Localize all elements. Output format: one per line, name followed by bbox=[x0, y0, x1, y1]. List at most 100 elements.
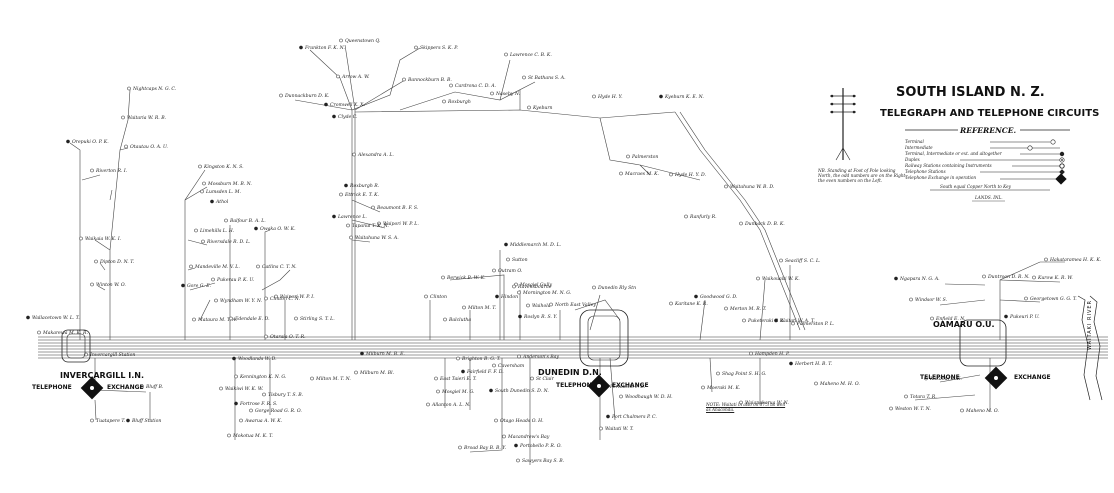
station-marker: Allanton A. L. N. bbox=[426, 402, 471, 408]
ref-railway: Railway Stations containing Instruments bbox=[904, 163, 992, 168]
station-label: Maheno M. H. O. bbox=[819, 381, 860, 387]
station-icon bbox=[684, 214, 688, 219]
station-icon bbox=[90, 418, 94, 423]
station-label: Clinton bbox=[430, 294, 447, 300]
station-marker: Orepuki O. P. K. bbox=[66, 139, 109, 145]
station-icon bbox=[262, 392, 266, 397]
station-label: Kingston K. N. S. bbox=[203, 164, 244, 170]
station-label: Otautau O. A. U. bbox=[130, 144, 168, 150]
map-title: SOUTH ISLAND N. Z. bbox=[896, 85, 1045, 100]
station-label: Balfour B. A. L. bbox=[229, 218, 266, 224]
station-icon bbox=[66, 139, 70, 144]
station-marker: Queenstown Q. bbox=[339, 38, 381, 44]
station-label: Herbert H. B. T. bbox=[794, 361, 833, 367]
station-icon bbox=[26, 315, 30, 320]
station-label: Dunedin Rly Stn bbox=[597, 285, 636, 291]
station-icon bbox=[749, 351, 753, 356]
railway-station-icon bbox=[1059, 163, 1065, 169]
station-marker: Duntroon D. R. N. bbox=[982, 274, 1030, 280]
station-label: Hampden H. P. bbox=[754, 351, 790, 357]
station-label: Portobello P. R. O. bbox=[519, 443, 562, 449]
station-icon bbox=[332, 114, 336, 119]
station-icon bbox=[909, 297, 913, 302]
station-marker: Naseby N. bbox=[490, 91, 521, 97]
station-label: Broad Bay B. B. Y. bbox=[463, 445, 507, 451]
station-marker: Kingston K. N. S. bbox=[198, 164, 244, 170]
station-label: Tuatapere T. bbox=[96, 418, 126, 424]
station-label: Waianakarua W. N. bbox=[745, 400, 789, 406]
station-label: Skippers S. K. P. bbox=[420, 45, 458, 51]
station-marker: Kyeburn bbox=[527, 105, 553, 111]
station-label: Riversdale R. D. L. bbox=[206, 239, 251, 245]
station-label: Bannockburn B. B. bbox=[407, 77, 452, 83]
station-marker: Roxburgh R. bbox=[344, 183, 380, 189]
station-icon bbox=[198, 164, 202, 169]
station-icon bbox=[774, 318, 778, 323]
station-marker: Tuatapere T. bbox=[90, 418, 126, 424]
station-marker: Wyndham W. Y. N. bbox=[214, 298, 263, 304]
station-label: Pukeuri P. U. bbox=[1009, 314, 1040, 320]
station-icon bbox=[458, 445, 462, 450]
station-icon bbox=[37, 330, 41, 335]
station-marker: Fortrose F. R. S. bbox=[234, 401, 278, 407]
station-icon bbox=[1024, 296, 1028, 301]
station-marker: Maheno M. O. bbox=[960, 408, 999, 414]
station-label: Milton M. T. bbox=[467, 305, 497, 311]
station-label: Palmerston bbox=[631, 154, 658, 160]
station-label: Tapanui T. K. N. bbox=[352, 223, 389, 229]
station-marker: Ngapara N. G. A. bbox=[894, 276, 940, 282]
station-label: Wallacetown W. L. T. bbox=[32, 315, 80, 321]
station-marker: Palmerston P. L. bbox=[791, 321, 835, 327]
station-icon bbox=[724, 184, 728, 189]
station-marker: Waikiwi W. K. W. bbox=[219, 386, 264, 392]
hub-dunedin-exchange: EXCHANGE bbox=[612, 382, 649, 389]
hub-oamaru-exchange: EXCHANGE bbox=[1014, 374, 1051, 381]
telephone-exchange-icon bbox=[1055, 173, 1067, 185]
station-icon bbox=[200, 189, 204, 194]
ref-intermediate: Intermediate bbox=[904, 145, 933, 150]
station-label: East Taieri E. T. bbox=[439, 376, 477, 382]
station-marker: South Dunedin S. D. N. bbox=[489, 388, 549, 394]
trunk-lines bbox=[38, 336, 1108, 359]
ref-exchange: Telephone Exchange in operation bbox=[905, 175, 976, 180]
station-label: Mokotua M. K. T. bbox=[232, 433, 273, 439]
station-marker: Milburn M. Bl. bbox=[354, 370, 395, 376]
station-icon bbox=[224, 218, 228, 223]
station-icon bbox=[626, 154, 630, 159]
station-marker: Hyde H. Y. bbox=[592, 94, 623, 100]
station-icon bbox=[332, 214, 336, 219]
station-icon bbox=[324, 102, 328, 107]
station-label: Macandrew's Bay bbox=[507, 434, 550, 440]
station-icon bbox=[354, 370, 358, 375]
station-icon bbox=[1032, 275, 1036, 280]
station-icon bbox=[514, 443, 518, 448]
station-marker: Tisbury T. S. B. bbox=[262, 392, 304, 398]
station-label: Kennington K. N. G. bbox=[239, 374, 287, 380]
station-label: Woodhaugh W. D. H. bbox=[625, 394, 673, 400]
reference-heading: REFERENCE. bbox=[959, 126, 1016, 135]
station-marker: Berwick B. W. K. bbox=[441, 275, 486, 281]
station-label: Waikouaiti W. K. bbox=[762, 276, 800, 282]
station-label: Outram O. bbox=[498, 268, 523, 274]
station-marker: Moeraki M. K. bbox=[701, 385, 741, 391]
station-marker: Dunnackburn D. K. bbox=[279, 93, 330, 99]
station-label: Bluff Station bbox=[131, 418, 161, 424]
station-label: Awarua A. W. K. bbox=[244, 418, 283, 424]
station-marker: Portobello P. R. O. bbox=[514, 443, 562, 449]
station-marker: Windsor W. S. bbox=[909, 297, 948, 303]
station-label: Weston W. T. N. bbox=[895, 406, 931, 412]
station-marker: Kennington K. N. G. bbox=[234, 374, 287, 380]
station-label: Hyde H. Y. bbox=[597, 94, 623, 100]
station-icon bbox=[527, 105, 531, 110]
station-icon bbox=[201, 239, 205, 244]
station-icon bbox=[739, 400, 743, 405]
station-label: Woodlands W. D. bbox=[238, 356, 277, 362]
station-icon bbox=[443, 317, 447, 322]
station-label: Makarewa M. K. R. bbox=[42, 330, 88, 336]
station-icon bbox=[1044, 257, 1048, 262]
station-marker: Gore G. E. bbox=[181, 283, 212, 289]
station-marker: Hakataramea H. K. K. bbox=[1044, 257, 1102, 263]
station-marker: Waikaia W. K. I. bbox=[79, 236, 122, 242]
station-icon bbox=[904, 394, 908, 399]
station-marker: Otaraia O. T. R. bbox=[264, 334, 306, 340]
